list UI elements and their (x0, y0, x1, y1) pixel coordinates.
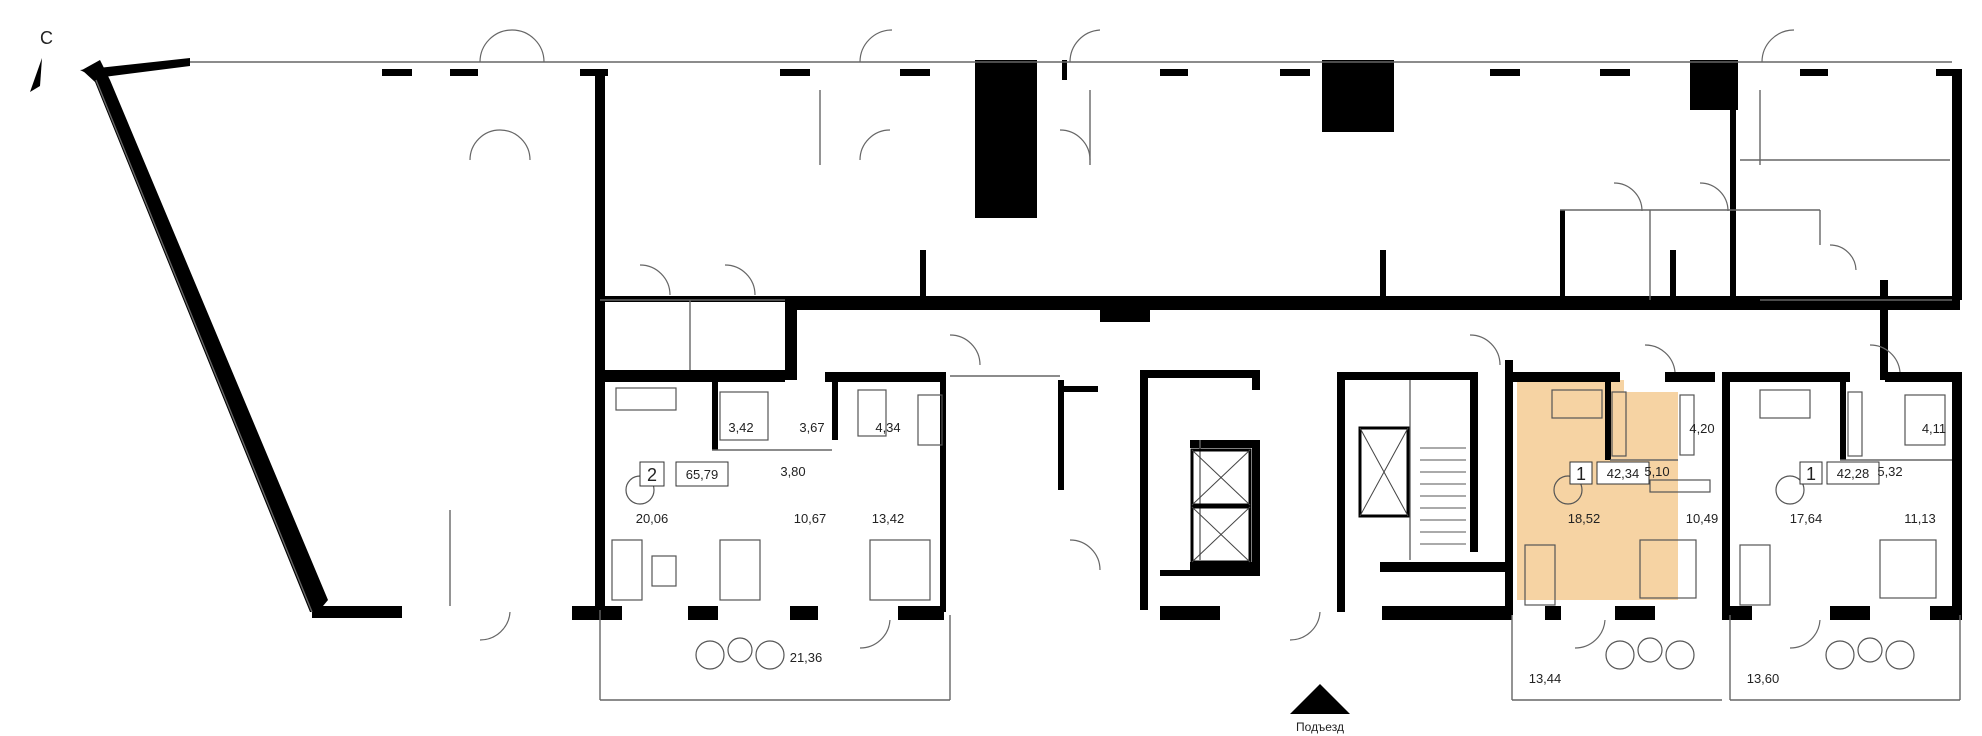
apartment-1-highlighted[interactable]: 1 42,34 4,20 5,10 18,52 10,49 13,44 (1529, 421, 1719, 686)
room-area: 4,11 (1922, 421, 1946, 436)
apartment-1-right[interactable]: 1 42,28 4,11 5,32 17,64 11,13 13,60 (1747, 421, 1946, 686)
elevators (1190, 426, 1410, 564)
rooms-count: 1 (1806, 464, 1816, 484)
room-area: 13,60 (1747, 671, 1780, 686)
room-area: 10,49 (1686, 511, 1719, 526)
apartment-total-area: 65,79 (686, 467, 719, 482)
highlighted-apartment-fill[interactable] (1517, 380, 1678, 600)
room-area: 3,67 (799, 420, 824, 435)
room-area: 18,52 (1568, 511, 1601, 526)
room-area: 4,20 (1689, 421, 1714, 436)
room-area: 11,13 (1904, 511, 1936, 526)
room-area: 3,80 (780, 464, 805, 479)
apartment-2[interactable]: 2 65,79 3,42 3,67 3,80 4,34 20,06 10,67 … (636, 420, 905, 665)
apartment-total-area: 42,34 (1607, 466, 1640, 481)
entrance-triangle-icon (1290, 684, 1350, 714)
room-area: 21,36 (790, 650, 823, 665)
fixtures (611, 387, 1946, 670)
stairs (1420, 447, 1466, 545)
rooms-count: 2 (647, 465, 657, 485)
compass: С (30, 28, 53, 92)
rooms-count: 1 (1576, 464, 1586, 484)
north-arrow-icon (30, 58, 42, 92)
room-area: 5,32 (1877, 464, 1902, 479)
doors (469, 29, 1901, 649)
partitions (95, 61, 1961, 701)
room-area: 17,64 (1790, 511, 1823, 526)
room-area: 4,34 (875, 420, 900, 435)
walls (80, 58, 1962, 620)
room-area: 10,67 (794, 511, 827, 526)
room-area: 20,06 (636, 511, 669, 526)
compass-label: С (40, 28, 53, 48)
apartment-total-area: 42,28 (1837, 466, 1870, 481)
entrance-label: Подъезд (1296, 720, 1344, 734)
entrance: Подъезд (1290, 684, 1350, 734)
room-area: 3,42 (728, 420, 753, 435)
room-area: 5,10 (1644, 464, 1669, 479)
room-area: 13,44 (1529, 671, 1562, 686)
room-area: 13,42 (872, 511, 905, 526)
